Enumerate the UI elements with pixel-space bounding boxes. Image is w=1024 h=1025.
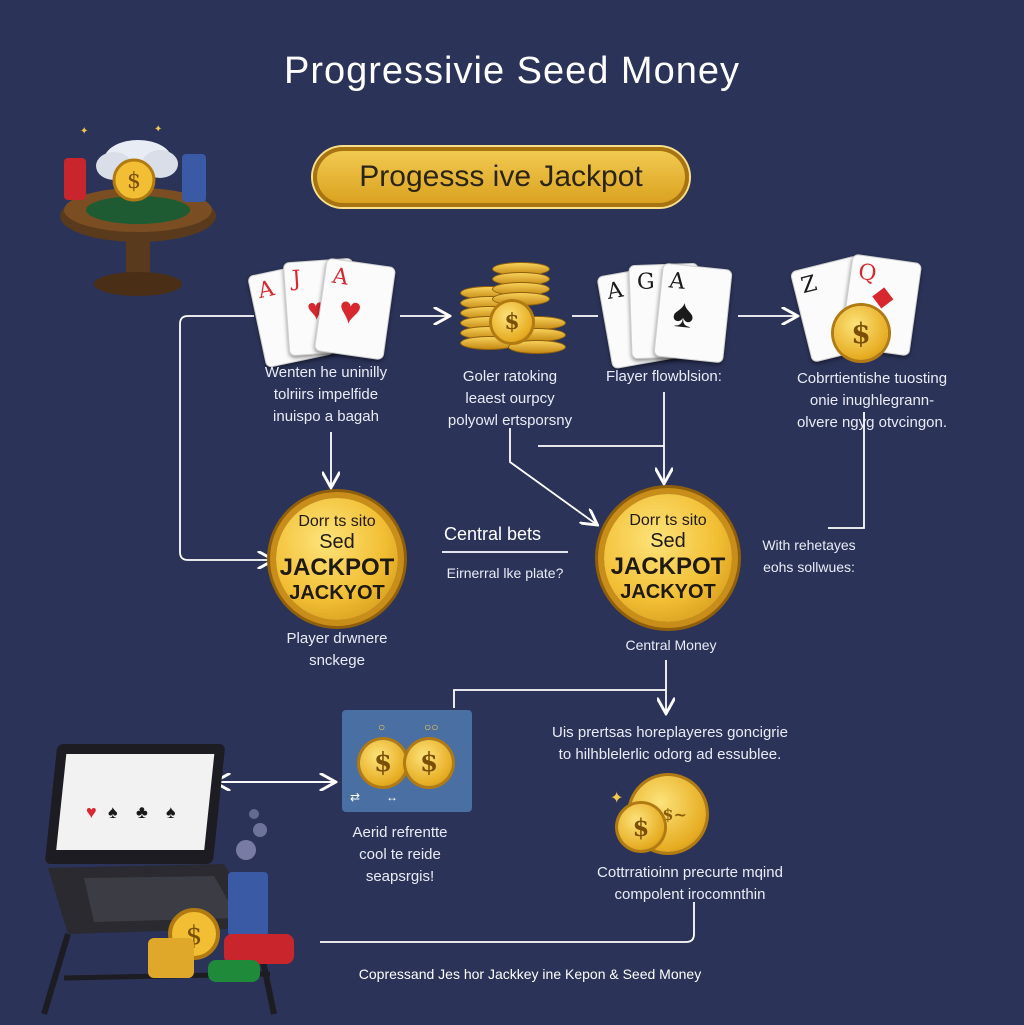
svg-text:♣: ♣ [136, 802, 148, 822]
sparkle-icon: ✦ [610, 790, 624, 807]
card-rank: A [255, 276, 277, 304]
roulette-table-illustration: $ ✦ ✦ [50, 118, 230, 304]
dollar-coin-icon: $ [492, 302, 532, 342]
playing-card: A ♥ [313, 257, 397, 361]
central-bets-label: Central bets [444, 524, 542, 544]
line-right-bracket [828, 412, 865, 529]
caption-central-money: Central Money [625, 637, 717, 653]
seed-jackpot-coin-left: Dorr ts sito Sed JACKPOT JACKYOT [276, 498, 398, 620]
coin-panel: $ $ ○ ○○ ⇄ ↔ [342, 710, 472, 812]
card-group-1: A J ♥ A ♥ [246, 256, 406, 369]
arrow-left-loop [179, 315, 272, 560]
card-rank: G [636, 269, 655, 295]
seed-jackpot-coin-right: Dorr ts sito Sed JACKPOT JACKYOT [604, 494, 732, 622]
card-rank: Z [798, 271, 820, 300]
arrow-icon: ⇄ [350, 790, 361, 804]
diamond-icon: ◆ [870, 278, 896, 313]
dollar-coin-icon: $ [406, 740, 452, 786]
svg-text:♠: ♠ [108, 802, 118, 822]
card-rank: J [291, 266, 302, 292]
sparkle-icon: ○ [378, 720, 386, 734]
playing-card: A ♠ [653, 262, 733, 364]
card-rank: A [330, 263, 350, 291]
spade-icon: ♠ [670, 291, 697, 337]
svg-text:$: $ [127, 169, 141, 194]
jackpot-coin-illustration: ~$~ $ ✦ [604, 768, 714, 858]
line-bottom [320, 902, 695, 943]
sparkle-icon: ○○ [424, 720, 439, 734]
arrow-icon: ↔ [386, 790, 398, 804]
heart-icon: ♥ [335, 288, 365, 334]
roulette-table-icon: $ ✦ ✦ [60, 124, 216, 296]
svg-text:♠: ♠ [166, 802, 176, 822]
caption-cards-2: Flayer flowblsion: [606, 368, 722, 385]
card-rank: A [605, 277, 626, 305]
dollar-coin-icon: $ [618, 804, 664, 850]
footer-caption: Copressand Jes hor Jackkey ine Kepon & S… [358, 966, 702, 982]
card-group-2: A G A ♠ [596, 262, 734, 370]
dollar-coin-icon: $ [834, 306, 888, 360]
laptop-icon: ♥ ♠ ♣ ♠ $ [41, 744, 294, 1015]
svg-text:♥: ♥ [86, 802, 97, 822]
banner-label: Progesss ive Jackpot [359, 160, 643, 193]
svg-text:✦: ✦ [80, 126, 88, 137]
arrow-diagonal [509, 428, 596, 524]
line-bottom-top [453, 689, 666, 708]
dollar-coin-icon: $ [360, 740, 406, 786]
page-title: Progressivie Seed Money [284, 50, 740, 92]
jackpot-banner: Progesss ive Jackpot [313, 147, 689, 207]
laptop-illustration: ♥ ♠ ♣ ♠ $ [24, 738, 314, 1020]
central-bets-sub: Eirnerral lke plate? [446, 565, 564, 581]
card-group-3: Z Q ◆ $ [789, 252, 936, 368]
coin-stack-illustration: $ [456, 258, 566, 362]
svg-text:✦: ✦ [154, 124, 162, 135]
